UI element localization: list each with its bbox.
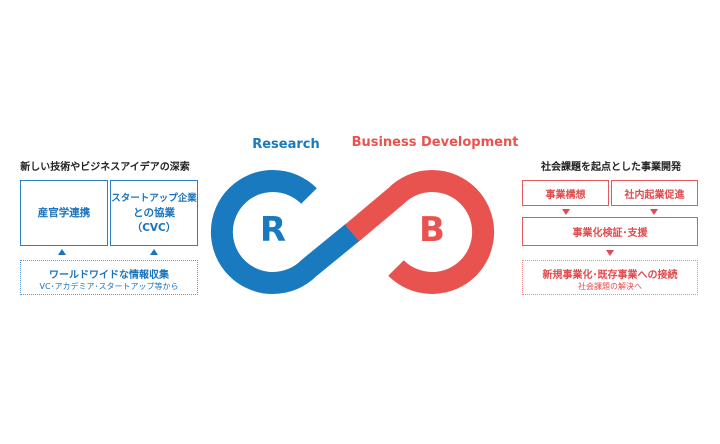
new-business-label: 新規事業化･既存事業への接続: [542, 270, 678, 281]
arrow-up-icon: [150, 249, 158, 255]
b-letter: B: [419, 210, 445, 250]
intrapreneurship-box: 社内起業促進: [611, 180, 698, 206]
arrow-down-icon: [650, 209, 658, 215]
business-concept-label: 事業構想: [545, 189, 586, 201]
info-gathering-label: ワールドワイドな情報収集: [49, 270, 169, 281]
info-gathering-sub: VC･アカデミア･スタートアップ等から: [39, 282, 179, 291]
business-development-label: Business Development: [351, 135, 519, 150]
intrapreneurship-label: 社内起業促進: [624, 189, 685, 201]
industry-academia-label: 産官学連携: [37, 206, 91, 219]
arrow-up-icon: [58, 249, 66, 255]
industry-academia-box: 産官学連携: [20, 180, 108, 246]
info-gathering-box: ワールドワイドな情報収集 VC･アカデミア･スタートアップ等から: [20, 260, 198, 295]
cvc-line2: との協業: [133, 206, 175, 219]
cvc-box: スタートアップ企業 との協業 （CVC）: [110, 180, 198, 246]
research-loop: [210, 170, 360, 294]
validation-support-box: 事業化検証･支援: [522, 217, 698, 246]
new-business-box: 新規事業化･既存事業への接続 社会課題の解決へ: [522, 260, 698, 295]
arrow-down-icon: [562, 209, 570, 215]
new-business-sub: 社会課題の解決へ: [578, 282, 642, 291]
cvc-line3: （CVC）: [131, 221, 177, 234]
r-letter: R: [259, 210, 287, 250]
business-concept-box: 事業構想: [522, 180, 609, 206]
left-title: 新しい技術やビジネスアイデアの深索: [20, 162, 190, 173]
validation-support-label: 事業化検証･支援: [572, 228, 648, 239]
right-title: 社会課題を起点とした事業開発: [541, 162, 681, 173]
arrow-down-icon: [606, 250, 614, 256]
research-label: Research: [252, 137, 320, 152]
cvc-line1: スタートアップ企業: [111, 192, 197, 204]
business-loop: [344, 170, 495, 294]
